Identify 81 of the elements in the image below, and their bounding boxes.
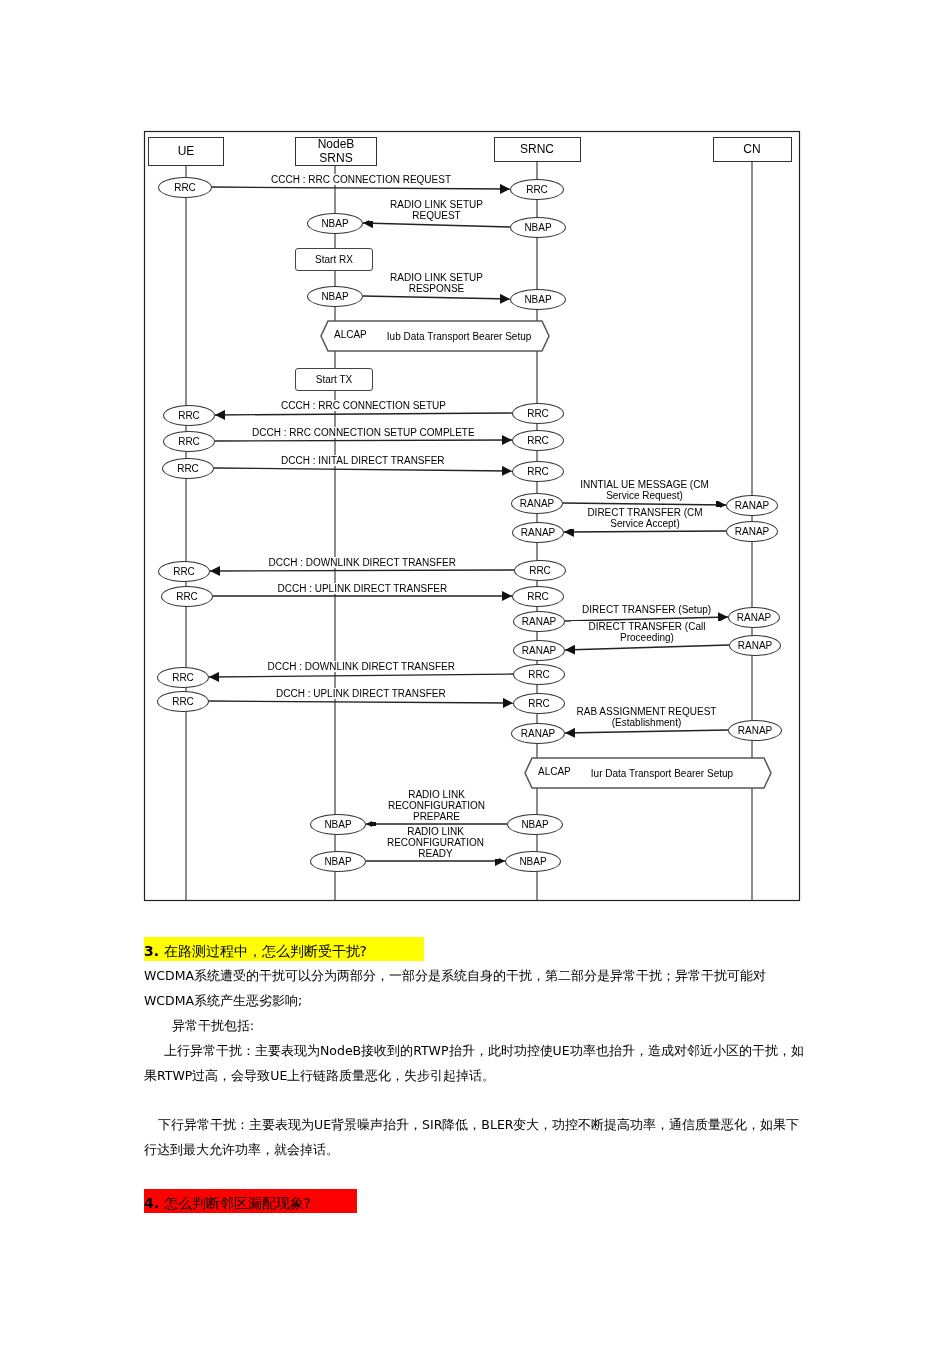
protocol-ellipse: RRC [163,404,215,426]
hexagon-bar [320,320,550,352]
protocol-ellipse: RRC [513,663,565,685]
protocol-ellipse: NBAP [307,212,363,234]
message-arrow [212,591,513,601]
protocol-ellipse: RRC [161,585,213,607]
edge-label: DIRECT TRANSFER (Setup) [582,604,712,615]
protocol-ellipse: RRC [158,176,212,198]
edge-label: DCCH : DOWNLINK DIRECT TRANSFER [268,557,456,568]
entity-box: UE [148,136,224,166]
body-paragraph: WCDMA系统遭受的干扰可以分为两部分，一部分是系统自身的干扰，第二部分是异常干扰；异常干扰可能对WCDMA系统产生恶劣影响; [144,967,768,1010]
hexagon-bar [524,757,772,789]
edge-label: CCCH : RRC CONNECTION SETUP [281,400,446,411]
message-arrow [564,612,729,623]
edge-label: DCCH : UPLINK DIRECT TRANSFER [276,688,446,699]
protocol-label: ALCAP [334,328,367,340]
message-arrow [365,819,508,829]
entity-box: CN [712,136,792,162]
protocol-label: ALCAP [538,765,571,777]
edge-label: DIRECT TRANSFER (CM Service Accept) [570,507,720,529]
protocol-ellipse: RANAP [728,719,782,741]
protocol-ellipse: RRC [157,666,209,688]
body-paragraph: 上行异常干扰：主要表现为NodeB接收到的RTWP抬升，此时功控使UE功率也抬升，造成对邻近小区的干扰，如果RTWP过高，会导致UE上行链路质量恶化，失步引起掉话。 [144,1042,804,1085]
protocol-ellipse: RANAP [513,610,565,632]
message-arrow [564,727,729,738]
protocol-ellipse: RRC [512,429,564,451]
protocol-ellipse: RRC [162,457,214,479]
message-arrow [211,183,511,194]
message-arrow [214,435,513,446]
message-arrow [563,526,727,537]
edge-label: CCCH : RRC CONNECTION REQUEST [271,174,451,185]
protocol-ellipse: RANAP [511,492,563,514]
protocol-ellipse: RANAP [511,722,565,744]
body-paragraph: 异常干扰包括: [171,1017,256,1035]
message-arrow [365,856,506,866]
bearer-label: Iub Data Transport Bearer Setup [386,330,532,342]
protocol-ellipse: RANAP [726,520,778,542]
message-arrow [214,409,513,420]
message-arrow [213,465,513,476]
body-paragraph: 下行异常干扰：主要表现为UE背景噪声抬升，SIR降低，BLER变大，功控不断提高功率，通信质量恶化，如果下行达到最大允许功率，就会掉话。 [144,1116,801,1159]
protocol-ellipse: RRC [157,690,209,712]
section-heading: 3. 在路测过程中，怎么判断受干扰? [144,937,424,961]
message-arrow [208,671,514,682]
protocol-ellipse: RANAP [512,521,564,543]
edge-label: RADIO LINK RECONFIGURATION READY [372,826,499,859]
protocol-ellipse: RRC [512,585,564,607]
protocol-ellipse: RRC [163,430,215,452]
message-arrow [362,293,511,304]
protocol-ellipse: RANAP [729,634,781,656]
protocol-ellipse: NBAP [510,288,566,310]
section-heading: 4. 怎么判断邻区漏配现象? [144,1189,357,1213]
process-box: Start TX [295,367,373,391]
edge-label: DCCH : RRC CONNECTION SETUP COMPLETE [252,427,475,438]
message-arrow [209,565,515,576]
protocol-ellipse: NBAP [310,850,366,872]
protocol-ellipse: NBAP [505,850,561,872]
process-box: Start RX [295,247,373,271]
message-arrow [362,218,511,229]
protocol-ellipse: NBAP [507,813,563,835]
protocol-ellipse: RRC [158,560,210,582]
edge-label: DIRECT TRANSFER (Call Proceeding) [571,621,723,643]
protocol-ellipse: RRC [513,692,565,714]
protocol-ellipse: RANAP [726,494,778,516]
message-arrow [562,499,727,510]
protocol-ellipse: RRC [512,402,564,424]
message-arrow [564,644,730,655]
protocol-ellipse: RANAP [728,606,780,628]
protocol-ellipse: RRC [512,460,564,482]
protocol-ellipse: NBAP [310,813,366,835]
entity-box: NodeB SRNS [295,136,377,166]
protocol-ellipse: NBAP [307,285,363,307]
edge-label: DCCH : UPLINK DIRECT TRANSFER [277,583,448,594]
message-arrow [208,697,514,708]
protocol-ellipse: RANAP [513,639,565,661]
edge-label: DCCH : DOWNLINK DIRECT TRANSFER [267,661,455,672]
protocol-ellipse: NBAP [510,216,566,238]
protocol-ellipse: RRC [510,178,564,200]
protocol-ellipse: RRC [514,559,566,581]
entity-box: SRNC [493,136,581,162]
bearer-label: Iur Data Transport Bearer Setup [590,767,734,779]
edge-label: DCCH : INITAL DIRECT TRANSFER [281,455,445,466]
